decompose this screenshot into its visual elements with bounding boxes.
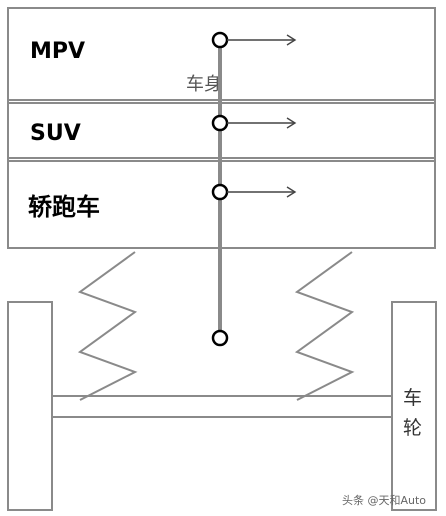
right-wheel	[391, 301, 437, 511]
car-type-label-mpv: MPV	[30, 39, 85, 64]
left-wheel	[7, 301, 53, 511]
suv-centre-point	[211, 114, 297, 132]
wheel-label-line2: 轮	[403, 417, 422, 439]
arrow-head-icon	[286, 186, 297, 198]
pivot-circle	[211, 114, 229, 132]
body-label: 车身	[186, 74, 222, 95]
wheel-label-line1: 车	[403, 387, 422, 409]
pivot-circle	[211, 31, 229, 49]
car-type-label-suv: SUV	[30, 121, 81, 146]
watermark-text: 头条 @天和Auto	[342, 493, 426, 507]
right-spring	[294, 251, 355, 401]
arrow-head-icon	[286, 34, 297, 46]
pivot-circle	[211, 183, 229, 201]
mpv-centre-point	[211, 31, 297, 49]
sports-car-centre-point	[211, 183, 297, 201]
car-type-label-sports-car: 轿跑车	[28, 193, 100, 221]
axle	[52, 395, 392, 418]
roll-centre-circle	[211, 329, 229, 347]
left-spring	[77, 251, 138, 401]
arrow-head-icon	[286, 117, 297, 129]
